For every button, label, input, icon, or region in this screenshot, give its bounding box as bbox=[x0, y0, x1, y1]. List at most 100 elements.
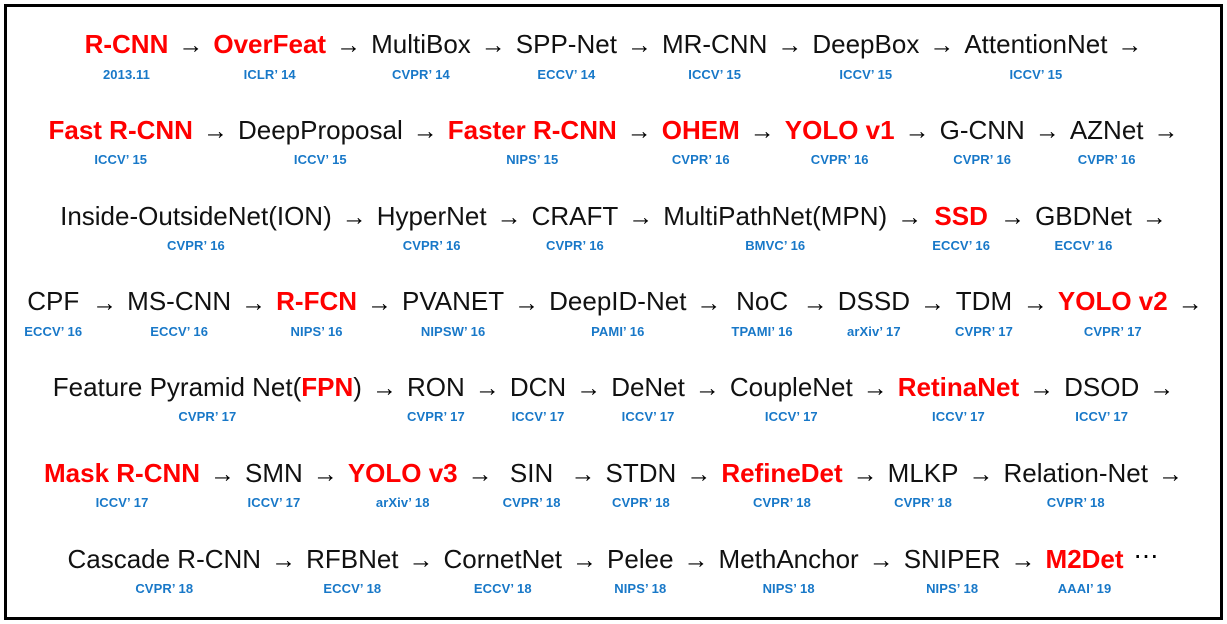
node-venue-label: CVPR’ 16 bbox=[545, 237, 604, 253]
node-label: Fast R-CNN bbox=[48, 114, 193, 145]
flow-arrow-icon: → bbox=[514, 288, 540, 317]
flow-arrow-icon: → bbox=[241, 288, 267, 317]
flow-arrow-icon: → bbox=[1029, 374, 1055, 403]
flow-arrow-icon: → bbox=[570, 459, 596, 488]
node-venue-label: 2013.11 bbox=[102, 66, 150, 82]
node-venue-label: NIPSW’ 16 bbox=[420, 323, 486, 339]
node-venue-label: CVPR’ 14 bbox=[391, 66, 450, 82]
flow-arrow-icon: → bbox=[694, 374, 720, 403]
flow-arrow-icon: → bbox=[897, 202, 923, 231]
node-label: R-FCN bbox=[276, 286, 358, 317]
flow-arrow-icon: → bbox=[210, 459, 236, 488]
node-venue-label: CVPR’ 18 bbox=[135, 580, 194, 596]
flow-arrow-icon: → bbox=[1034, 117, 1060, 146]
node-label: HyperNet bbox=[376, 200, 487, 231]
node-label: SMN bbox=[245, 457, 303, 488]
flow-arrow-icon: → bbox=[696, 288, 722, 317]
timeline-node[interactable]: MultiPathNet(MPN)BMVC’ 16 bbox=[663, 202, 887, 252]
node-venue-label: ICCV’ 15 bbox=[293, 152, 347, 168]
timeline-node[interactable]: Feature Pyramid Net(FPN)CVPR’ 17 bbox=[53, 373, 362, 423]
timeline-node[interactable]: MS-CNN ECCV’ 16 bbox=[127, 286, 232, 339]
node-label: G-CNN bbox=[939, 114, 1025, 145]
flow-arrow-icon: → bbox=[572, 545, 598, 574]
node-label: AttentionNet bbox=[964, 29, 1108, 60]
node-label: YOLO v1 bbox=[784, 114, 895, 145]
node-venue-label: CVPR’ 16 bbox=[166, 237, 225, 253]
node-venue-label: CVPR’ 18 bbox=[753, 495, 811, 511]
node-label: CornetNet bbox=[443, 543, 563, 574]
node-venue-label: CVPR’ 18 bbox=[1046, 495, 1105, 511]
flow-arrow-icon: → bbox=[852, 459, 878, 488]
node-label: DSOD bbox=[1064, 372, 1140, 403]
flow-arrow-icon: → bbox=[929, 31, 955, 60]
node-label: M2Det bbox=[1045, 543, 1124, 574]
flow-arrow-icon: → bbox=[312, 459, 338, 488]
flow-arrow-icon: → bbox=[412, 117, 438, 146]
node-label: DSSD bbox=[837, 286, 911, 317]
timeline-node[interactable]: Inside-OutsideNet(ION)CVPR’ 16 bbox=[60, 202, 332, 253]
flow-arrow-icon: → bbox=[749, 117, 775, 146]
node-venue-label: ECCV’ 16 bbox=[1054, 237, 1113, 253]
node-label: MS-CNN bbox=[127, 286, 232, 317]
node-venue-label: ECCV’ 16 bbox=[150, 323, 209, 339]
node-label: RefineDet bbox=[721, 457, 843, 488]
node-venue-label: arXiv’ 18 bbox=[375, 495, 430, 511]
node-venue-label: arXiv’ 17 bbox=[847, 323, 901, 339]
node-venue-label: TPAMI’ 16 bbox=[731, 323, 793, 339]
node-venue-label: CVPR’ 18 bbox=[502, 495, 561, 511]
timeline-node[interactable]: DSSD arXiv’ 17 bbox=[837, 286, 911, 339]
node-venue-label: CVPR’ 18 bbox=[611, 495, 670, 511]
